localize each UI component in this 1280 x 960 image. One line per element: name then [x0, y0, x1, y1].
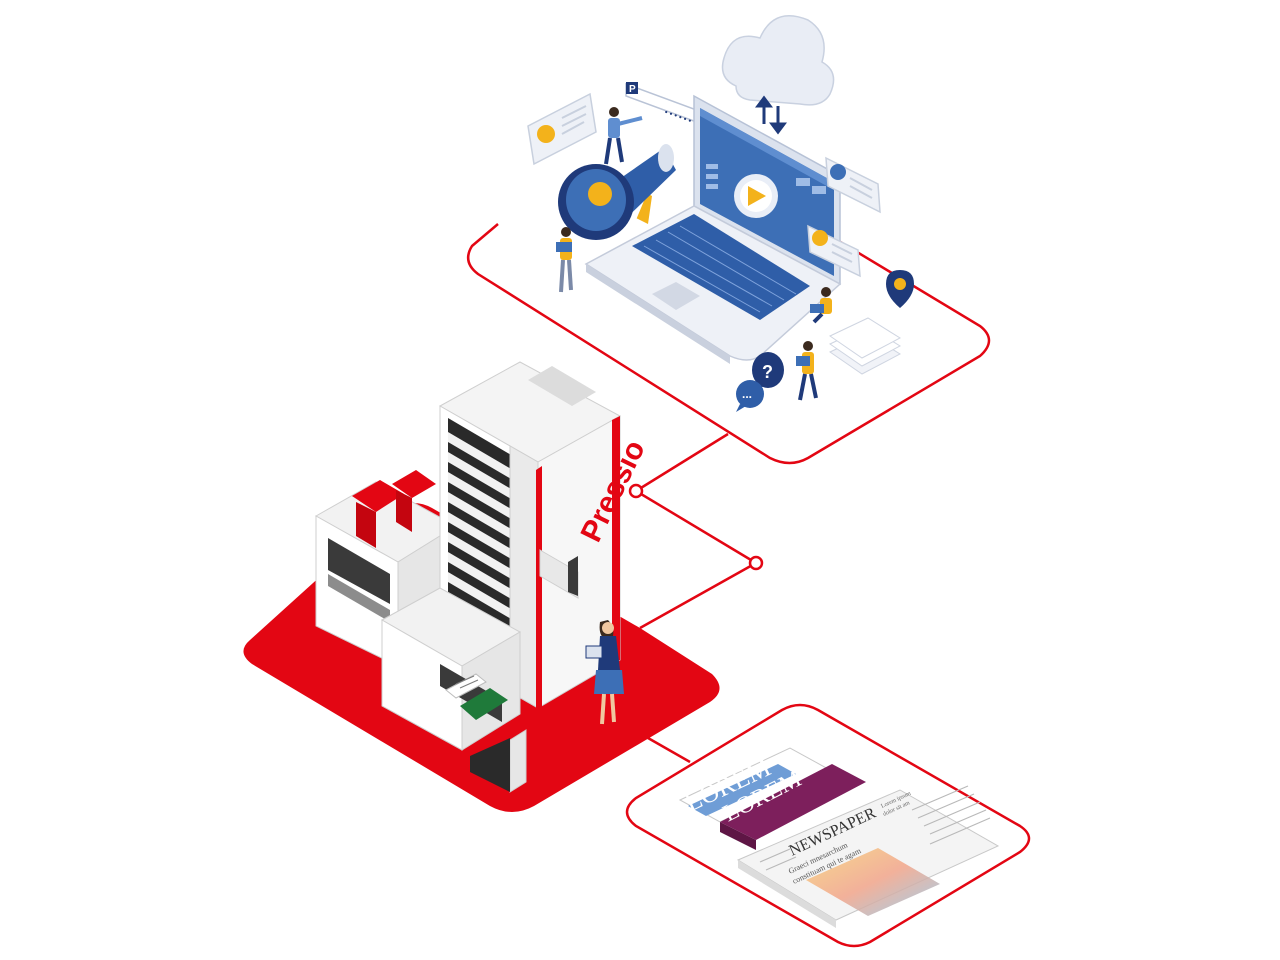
play-icon	[734, 174, 778, 218]
megaphone-icon	[558, 144, 676, 240]
person-sitting	[810, 287, 832, 324]
magazine-front	[720, 764, 866, 840]
chat-card-left	[527, 92, 597, 166]
connector-node-to-machine	[639, 561, 757, 630]
screen-side-items	[706, 164, 826, 194]
red-fold-panel-1	[352, 480, 404, 512]
newspaper-text-lines	[759, 785, 991, 871]
delivery-green-tray	[460, 688, 508, 720]
laptop-trackpad	[652, 282, 700, 310]
keyboard-rows	[643, 225, 797, 313]
laptop-keyboard	[632, 214, 810, 320]
search-prefix-box	[626, 82, 638, 94]
red-fold-panel-3	[392, 470, 436, 498]
laptop	[584, 94, 842, 364]
tower-red-stripe	[612, 416, 620, 664]
operator-woman	[585, 620, 624, 725]
person-reading	[796, 341, 818, 401]
red-fold-panel-2	[356, 502, 376, 548]
connector-node-to-node	[635, 489, 757, 565]
person-pointing	[604, 107, 643, 165]
connector-machine-to-newspaper	[647, 736, 691, 764]
chat-card-right	[825, 156, 881, 214]
connector-lines	[635, 432, 757, 764]
machine-feeder	[380, 587, 527, 793]
digital-platform-outline	[466, 158, 991, 465]
person-with-tablet	[556, 227, 573, 293]
search-prefix-glyph: P	[629, 84, 636, 95]
chat-bubble-icon: ...	[736, 380, 764, 412]
paper-stack	[829, 317, 902, 375]
tower-top-hatch	[528, 366, 596, 406]
newspaper: LOREM LOREM NEWSPAPER Graeci mnesarchum …	[678, 747, 1000, 928]
sync-arrows-icon	[755, 95, 787, 135]
chat-ellipsis: ...	[742, 387, 752, 401]
connector-node-lower	[748, 555, 764, 571]
connector-node-upper	[628, 483, 644, 499]
chat-card-mid	[807, 224, 861, 278]
cloud-icon	[721, 15, 835, 106]
newspaper-photo	[806, 848, 940, 916]
newspaper-platform-outline	[625, 703, 1031, 948]
location-pin-icon	[886, 270, 914, 308]
connector-laptop-to-node	[635, 432, 729, 493]
question-mark: ?	[762, 362, 773, 382]
